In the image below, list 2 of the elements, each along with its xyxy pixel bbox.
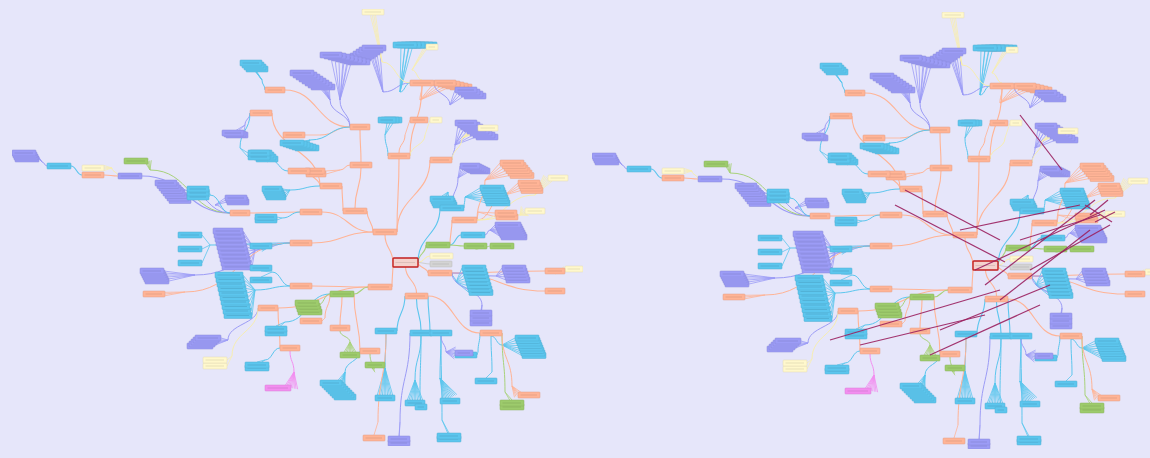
mind-map-drawing (12, 9, 583, 446)
mind-map-drawing (592, 12, 1150, 449)
